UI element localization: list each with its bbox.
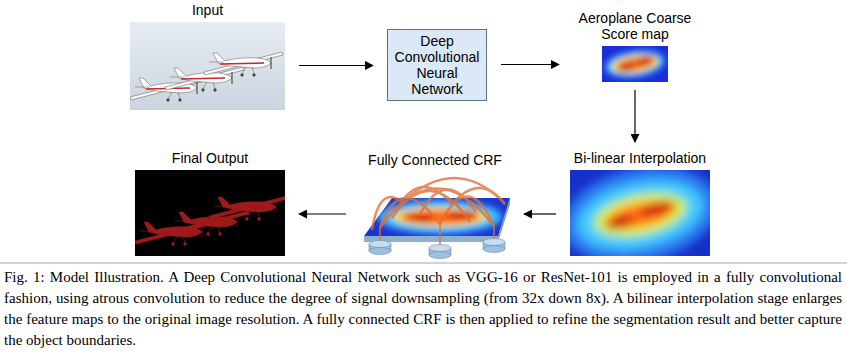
node-heading: Final Output: [172, 150, 248, 166]
image-area: [135, 170, 285, 256]
image-node: Aeroplane Coarse Score map: [573, 10, 697, 82]
flow-arrow: [524, 213, 556, 214]
upsampled-heatmap: [570, 170, 710, 256]
node-heading: Aeroplane Coarse Score map: [573, 10, 697, 42]
figure-caption: Fig. 1: Model Illustration. A Deep Convo…: [4, 267, 842, 351]
node-heading: Fully Connected CRF: [368, 152, 502, 168]
image-node: Fully Connected CRF: [360, 152, 510, 258]
image-node: Bi-linear Interpolation: [570, 150, 710, 256]
flow-arrow: [299, 65, 373, 66]
separator-line: [0, 263, 847, 264]
image-node: Input: [130, 2, 285, 110]
crf-illustration: [360, 178, 512, 259]
segmentation-output: [135, 170, 285, 256]
flow-arrow: [634, 90, 635, 142]
image-area: [130, 22, 285, 110]
image-area: [602, 46, 668, 82]
input-photo: [130, 22, 285, 110]
flow-arrow: [299, 213, 346, 214]
image-area: [570, 170, 710, 256]
coarse-heatmap: [602, 46, 668, 82]
node-heading: Input: [192, 2, 223, 18]
flow-arrow: [501, 64, 559, 65]
image-node: Final Output: [135, 150, 285, 256]
node-heading: Bi-linear Interpolation: [574, 150, 706, 166]
box-label: Deep Convolutional Neural Network: [390, 33, 484, 97]
image-area: [360, 172, 510, 258]
process-box: Deep Convolutional Neural Network: [387, 29, 487, 101]
